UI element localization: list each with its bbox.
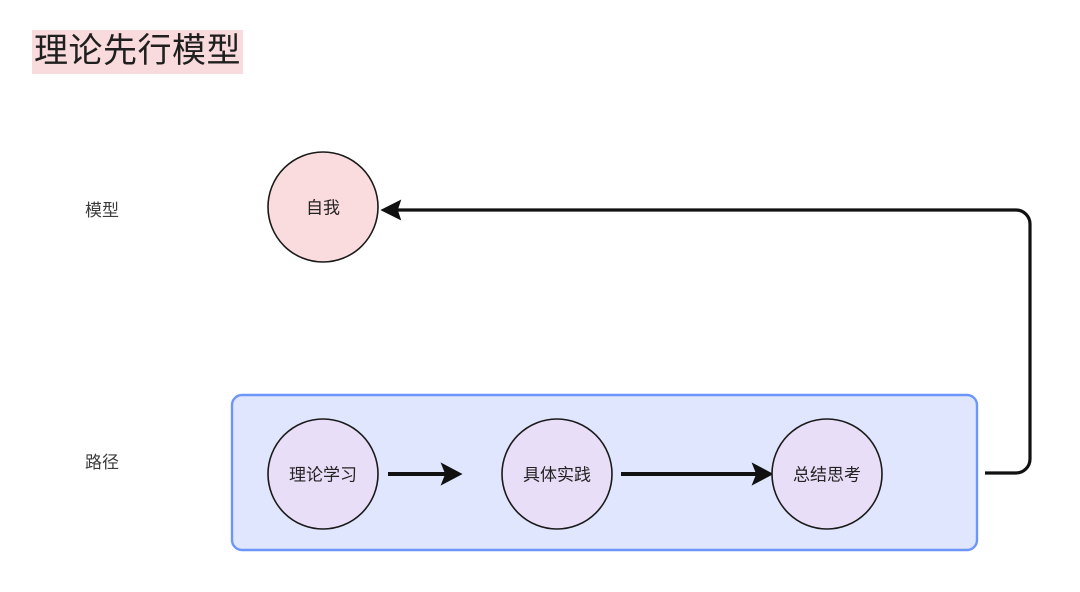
node-step-1[interactable]: 理论学习 — [267, 418, 379, 530]
row-label-path: 路径 — [85, 453, 119, 472]
arrowhead-practice-to-reflect-icon — [751, 462, 774, 486]
node-step-3[interactable]: 总结思考 — [771, 418, 883, 530]
node-step-2-circle[interactable] — [501, 418, 613, 530]
feedback-arrowhead-icon — [380, 199, 402, 221]
row-label-model: 模型 — [85, 201, 119, 220]
feedback-connector — [392, 208, 1032, 475]
node-self-circle[interactable] — [267, 151, 379, 263]
page-title: 理论先行模型 — [32, 30, 243, 74]
node-step-3-circle[interactable] — [771, 418, 883, 530]
node-step-3-label: 总结思考 — [793, 466, 861, 485]
node-step-2[interactable]: 具体实践 — [501, 418, 613, 530]
node-self-label: 自我 — [306, 199, 340, 218]
node-step-1-circle[interactable] — [267, 418, 379, 530]
arrowhead-study-to-practice-icon — [440, 462, 463, 486]
node-self[interactable]: 自我 — [267, 151, 379, 263]
node-step-2-label: 具体实践 — [523, 466, 591, 485]
node-step-1-label: 理论学习 — [289, 466, 357, 485]
page-title-text: 理论先行模型 — [32, 30, 243, 74]
